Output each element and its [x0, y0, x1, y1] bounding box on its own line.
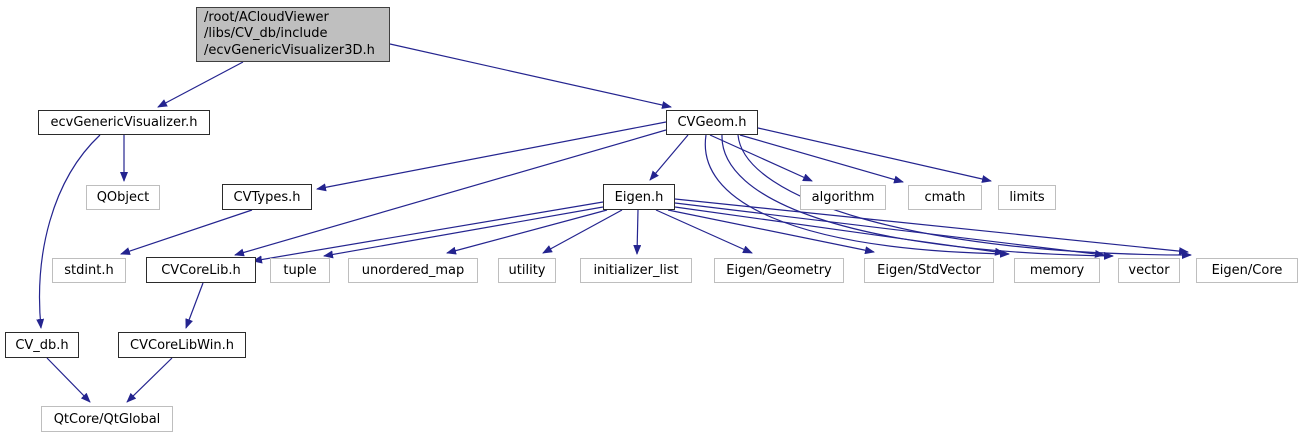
- edge-CV_db-to-QtCore-QtGlobal: [46, 357, 91, 403]
- edge-CVTypes-to-stdint: [120, 209, 253, 255]
- edge-CVGeom-to-CVCoreLib: [234, 129, 667, 257]
- node-memory: memory: [1014, 258, 1100, 283]
- edge-CVGeom-to-algorithm: [709, 134, 813, 182]
- edge-CVGeom-to-CVTypes: [316, 121, 667, 192]
- node-ecvGenericVisualizer[interactable]: ecvGenericVisualizer.h: [38, 110, 210, 135]
- node-CVGeom[interactable]: CVGeom.h: [666, 110, 758, 135]
- edge-Eigen-to-initializer_list: [633, 209, 642, 255]
- edge-CVGeom-to-limits: [757, 127, 992, 183]
- edge-CVGeom-to-memory: [704, 134, 1010, 258]
- edge-CVGeom-to-Eigen-Core: [737, 134, 1192, 259]
- node-CVTypes[interactable]: CVTypes.h: [222, 184, 312, 210]
- node-Eigen-Geometry: Eigen/Geometry: [714, 258, 844, 283]
- node-root-line-1: /libs/CV_db/include: [204, 26, 328, 42]
- node-CVCoreLibWin[interactable]: CVCoreLibWin.h: [118, 332, 246, 358]
- edge-CVGeom-to-cmath: [739, 134, 904, 184]
- edge-root-to-ecvGenericVisualizer: [157, 61, 244, 108]
- node-cmath: cmath: [908, 185, 982, 210]
- node-root-line-2: /ecvGenericVisualizer3D.h: [204, 42, 375, 58]
- node-initializer_list: initializer_list: [580, 258, 692, 283]
- edge-Eigen-to-CVCoreLib: [252, 201, 604, 264]
- node-CV_db[interactable]: CV_db.h: [5, 332, 79, 358]
- node-QObject: QObject: [86, 185, 160, 210]
- edge-Eigen-to-Eigen-StdVector: [667, 209, 875, 255]
- edge-CVGeom-to-vector: [721, 134, 1114, 260]
- node-root: /root/ACloudViewer/libs/CV_db/include/ec…: [196, 7, 390, 62]
- edge-CVCoreLibWin-to-QtCore-QtGlobal: [126, 357, 173, 403]
- edge-Eigen-to-Eigen-Core: [674, 198, 1189, 256]
- node-root-line-0: /root/ACloudViewer: [204, 9, 329, 25]
- edge-Eigen-to-utility: [542, 209, 623, 254]
- edge-Eigen-to-memory: [674, 206, 1005, 256]
- node-utility: utility: [498, 258, 556, 283]
- edge-Eigen-to-vector: [674, 202, 1105, 258]
- edge-root-to-CVGeom: [389, 43, 672, 109]
- node-algorithm: algorithm: [800, 185, 886, 210]
- edge-ecvGenericVisualizer-to-CV_db: [36, 134, 101, 329]
- node-unordered_map: unordered_map: [348, 258, 478, 283]
- edge-Eigen-to-unordered_map: [446, 209, 608, 255]
- node-tuple: tuple: [270, 258, 330, 283]
- node-Eigen-StdVector: Eigen/StdVector: [864, 258, 994, 283]
- node-vector: vector: [1118, 258, 1180, 283]
- node-Eigen-Core: Eigen/Core: [1196, 258, 1298, 283]
- node-CVCoreLib[interactable]: CVCoreLib.h: [146, 257, 256, 283]
- node-stdint: stdint.h: [52, 258, 126, 283]
- node-QtCore-QtGlobal: QtCore/QtGlobal: [41, 406, 173, 432]
- edge-Eigen-to-tuple: [323, 206, 604, 259]
- edge-CVGeom-to-Eigen: [649, 134, 689, 181]
- node-Eigen[interactable]: Eigen.h: [603, 184, 675, 210]
- node-limits: limits: [998, 185, 1056, 210]
- edge-Eigen-to-Eigen-Geometry: [655, 209, 753, 254]
- edge-CVCoreLib-to-CVCoreLibWin: [185, 282, 204, 329]
